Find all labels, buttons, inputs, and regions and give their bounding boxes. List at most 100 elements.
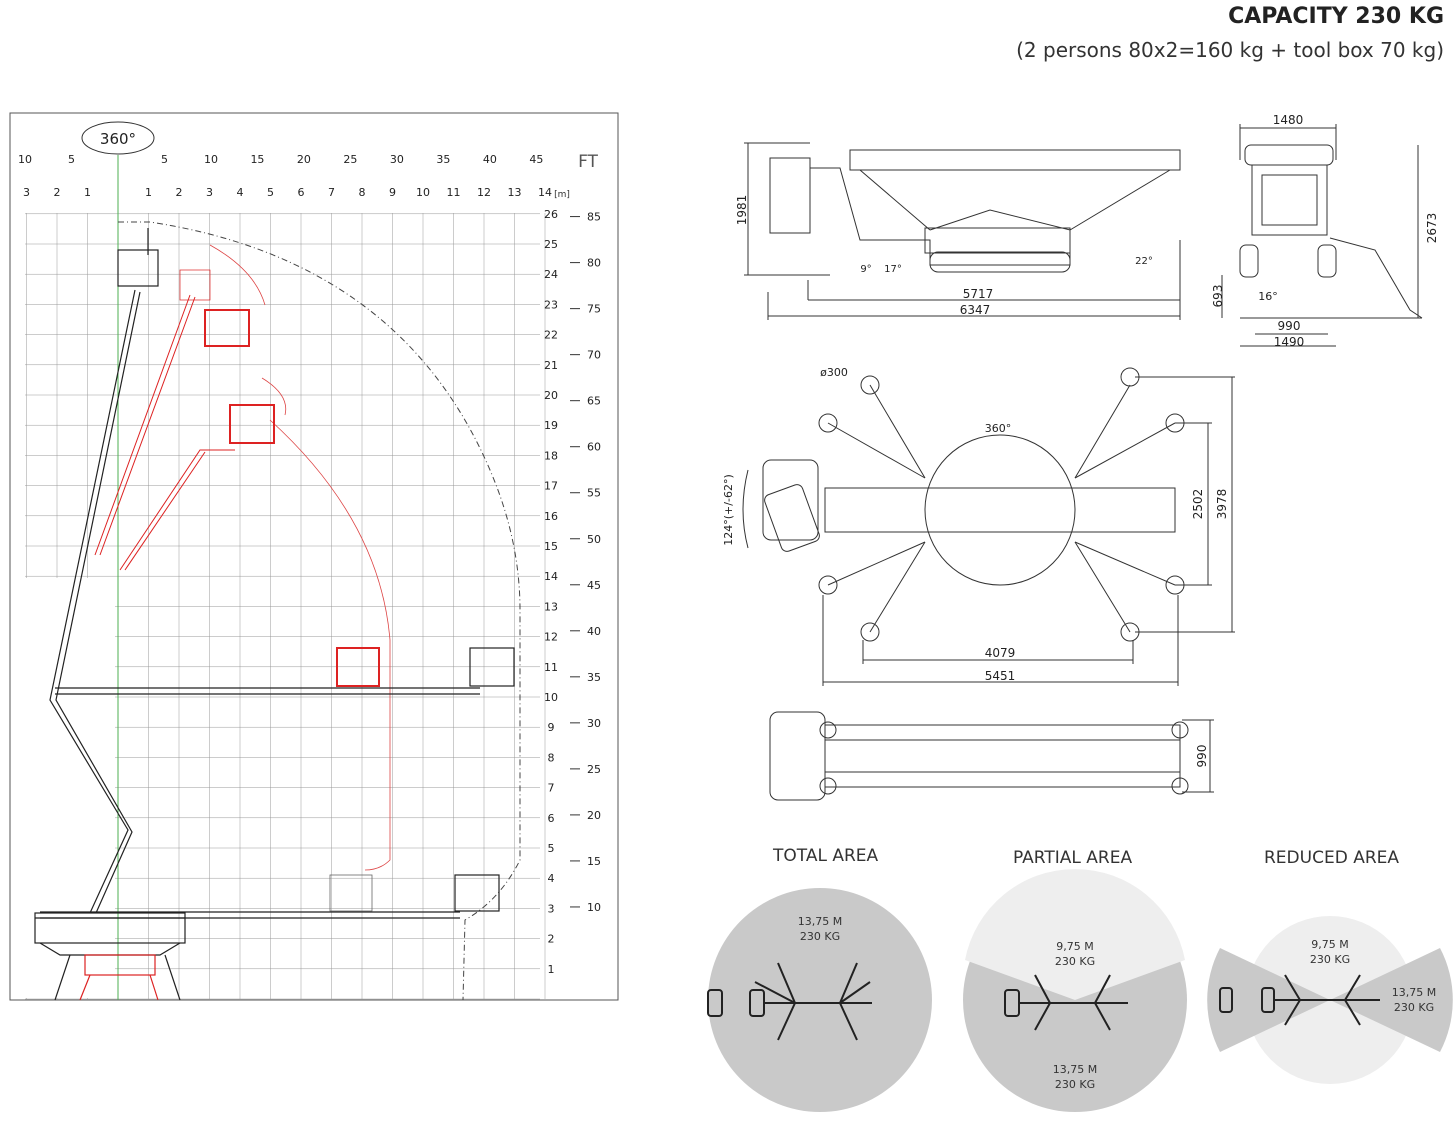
top-ft-label: 15 [250,153,264,166]
front-angle: 16° [1258,290,1278,303]
front-top-width-dim: 1480 [1273,113,1304,127]
chart-grid [25,213,546,1000]
top-pad-diameter: ø300 [820,366,848,379]
top-basket-rotation: 124°(+/-62°) [722,474,735,545]
top-m-label: 6 [298,186,305,199]
top-m-label: 14 [538,186,552,199]
reduced-area-reach-inner: 9,75 M [1311,938,1348,951]
top-m-label: 3 [23,186,30,199]
right-m-label: 6 [548,812,555,825]
top-ft-label: 10 [204,153,218,166]
boom-red [94,269,380,687]
top-view-drawing [742,367,1235,686]
top-m-label: 1 [84,186,91,199]
right-m-label: 26 [544,208,558,221]
rotation-ellipse [81,121,155,155]
top-m-label: 2 [54,186,61,199]
top-ft-label: 5 [161,153,168,166]
right-m-label: 22 [544,329,558,342]
side-height-dim: 1981 [735,195,749,226]
right-scale-labels: 2625242322212019181716151413121110987654… [544,208,601,976]
side-length-total-dim: 6347 [960,303,991,317]
red-envelope [269,419,391,871]
top-m-label: 3 [206,186,213,199]
top-m-label: 4 [237,186,244,199]
side-length-inner-dim: 5717 [963,287,994,301]
partial-area-load-outer: 230 KG [1055,1078,1095,1091]
side-view-drawing [744,142,1181,320]
right-m-label: 9 [548,721,555,734]
right-ft-label: 45 [587,579,601,592]
top-m-label: 11 [447,186,461,199]
right-m-label: 15 [544,540,558,553]
right-m-label: 20 [544,389,558,402]
partial-area-reach-outer: 13,75 M [1053,1063,1097,1076]
top-ft-label: 35 [436,153,450,166]
right-m-label: 1 [548,963,555,976]
top-m-label: 2 [176,186,183,199]
top-ft-label: 10 [18,153,32,166]
right-ft-label: 80 [587,257,601,270]
right-m-label: 12 [544,631,558,644]
side-angle-a: 9° [860,264,871,275]
right-ft-label: 85 [587,211,601,224]
right-ft-label: 40 [587,625,601,638]
top-rotation: 360° [985,422,1012,435]
side-angle-b: 17° [884,264,902,275]
capacity-title: CAPACITY 230 KG [1228,4,1444,29]
right-ft-label: 60 [587,441,601,454]
front-total-width-dim: 1490 [1274,335,1305,349]
total-area-load: 230 KG [800,930,840,943]
right-m-label: 25 [544,238,558,251]
stowed-view-drawing [769,711,1214,801]
top-m-label: 7 [328,186,335,199]
right-m-label: 5 [548,842,555,855]
total-area-machine-icon [707,962,872,1041]
right-ft-label: 30 [587,717,601,730]
right-m-label: 4 [548,872,555,885]
grid-mask [25,578,115,998]
rotation-label: 360° [100,130,136,148]
m-unit-label: [m] [554,190,570,200]
right-m-label: 14 [544,570,558,583]
top-ft-label: 20 [297,153,311,166]
total-area-title: TOTAL AREA [773,846,879,866]
top-m-label: 13 [508,186,522,199]
right-m-label: 18 [544,449,558,462]
right-ft-label: 75 [587,303,601,316]
partial-area-load-inner: 230 KG [1055,955,1095,968]
top-ft-label: 40 [483,153,497,166]
right-m-label: 23 [544,298,558,311]
top-ft-label: 25 [343,153,357,166]
total-area-reach: 13,75 M [798,915,842,928]
right-m-label: 16 [544,510,558,523]
red-arc-top [209,244,287,416]
top-m-label: 5 [267,186,274,199]
ft-unit-label: FT [578,152,598,172]
right-m-label: 24 [544,268,558,281]
work-envelope [118,221,521,1001]
top-ft-label: 30 [390,153,404,166]
reduced-area-reach-outer: 13,75 M [1392,986,1436,999]
right-m-label: 2 [548,933,555,946]
right-ft-label: 65 [587,395,601,408]
top-m-label: 1 [145,186,152,199]
reduced-area-right-sector [1330,948,1453,1052]
top-m-label: 10 [416,186,430,199]
right-ft-label: 55 [587,487,601,500]
top-outrigger-length-total: 5451 [985,669,1016,683]
top-outrigger-length-inner: 4079 [985,646,1016,660]
right-m-label: 17 [544,480,558,493]
partial-area-title: PARTIAL AREA [1013,848,1133,868]
front-height-dim: 2673 [1425,213,1439,244]
partial-area-reduced-sector [965,869,1185,1000]
chart-frame [9,112,619,1001]
right-m-label: 7 [548,782,555,795]
top-m-label: 9 [389,186,396,199]
reduced-area-load-outer: 230 KG [1394,1001,1434,1014]
right-m-label: 13 [544,600,558,613]
top-ft-label: 45 [529,153,543,166]
top-ft-label: 5 [68,153,75,166]
right-ft-label: 10 [587,901,601,914]
